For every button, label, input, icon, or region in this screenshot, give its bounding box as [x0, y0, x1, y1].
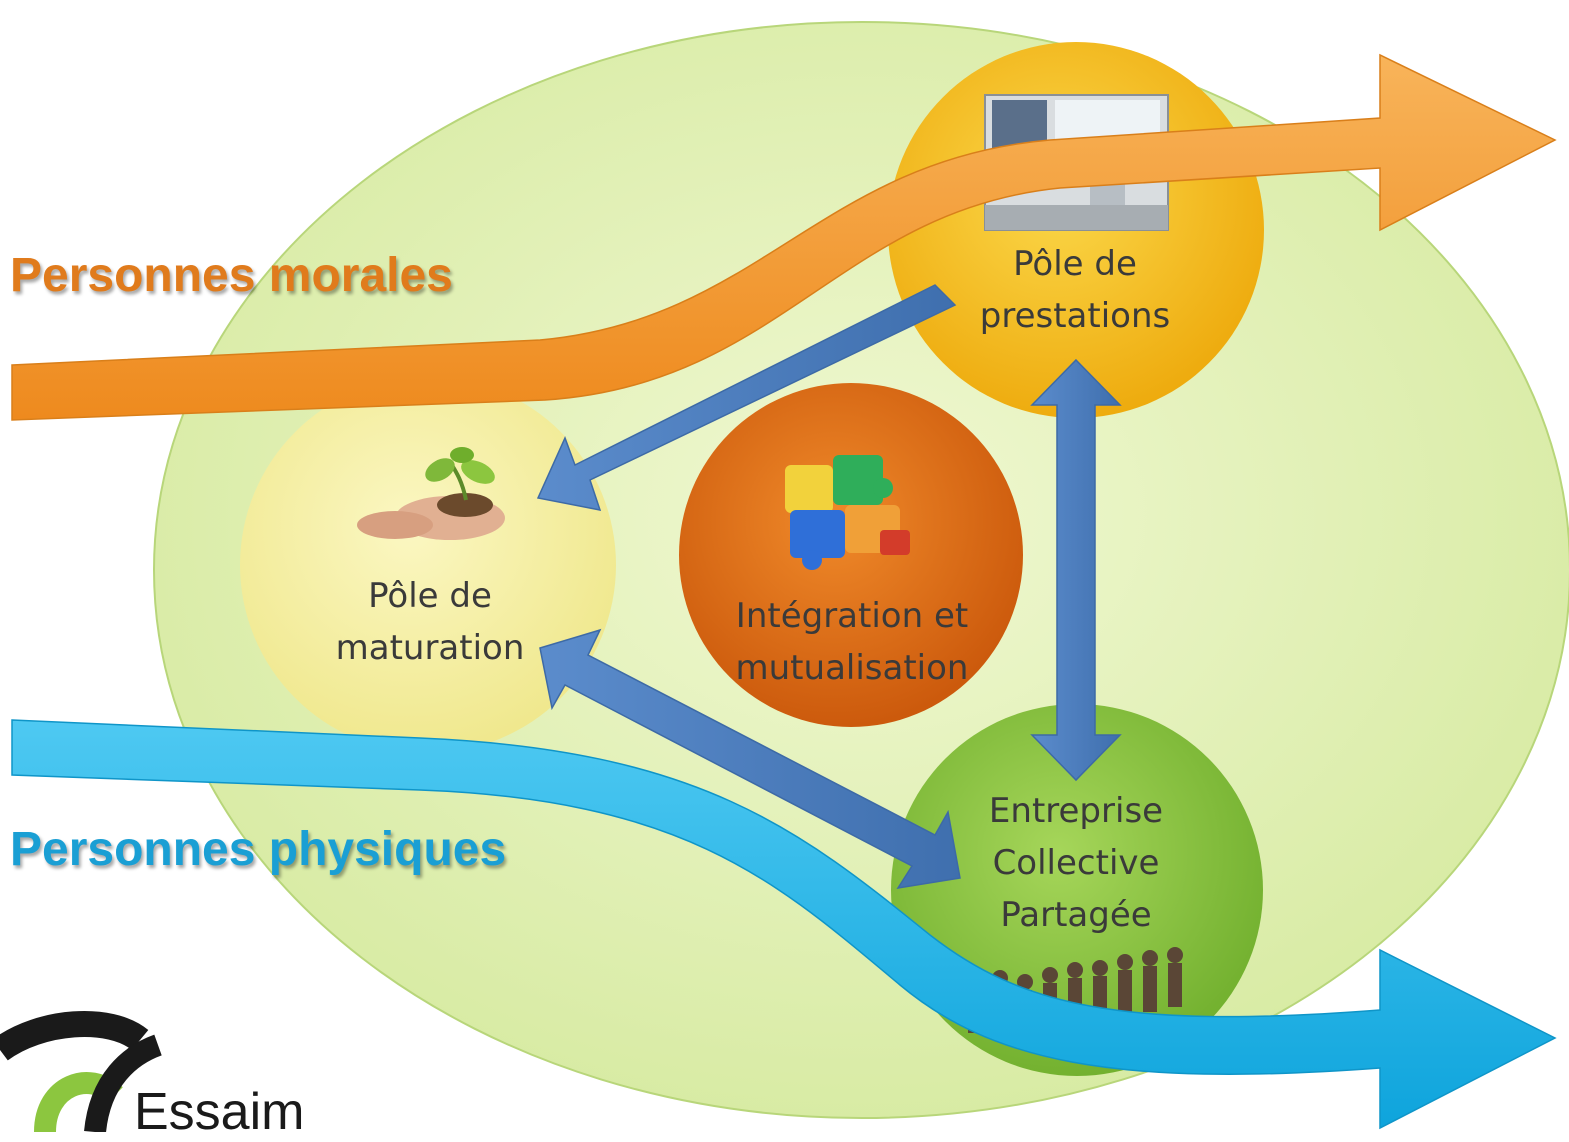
node-maturation-line: maturation	[335, 628, 525, 668]
node-prestations-label: Pôle de prestations	[940, 238, 1210, 342]
node-integration-circle	[679, 383, 1023, 727]
arrow-maturation-entreprise	[539, 628, 961, 890]
label-personnes-morales: Personnes morales	[10, 249, 453, 302]
node-entreprise-line: Collective	[992, 843, 1160, 883]
node-maturation-label: Pôle de maturation	[300, 570, 560, 674]
link-arrows	[536, 284, 1122, 890]
node-prestations-line: prestations	[979, 296, 1171, 336]
logo-text: Essaim	[134, 1083, 305, 1141]
node-integration-line: Intégration et	[735, 596, 969, 636]
node-entreprise-label: Entreprise Collective Partagée	[946, 785, 1206, 941]
flow-arrow-morales	[11, 53, 1557, 421]
essaim-logo-icon	[0, 1011, 163, 1132]
node-maturation-line: Pôle de	[368, 576, 492, 616]
node-integration-label: Intégration et mutualisation	[712, 590, 992, 694]
node-integration-line: mutualisation	[735, 648, 969, 688]
puzzle-pieces-icon	[785, 455, 910, 570]
node-prestations-line: Pôle de	[1013, 244, 1137, 284]
label-personnes-physiques: Personnes physiques	[10, 823, 507, 876]
flow-arrow-physiques	[11, 719, 1557, 1130]
seedling-hands-icon	[357, 447, 505, 540]
arrow-prestations-to-maturation	[536, 284, 957, 511]
node-entreprise-line: Entreprise	[988, 791, 1164, 831]
node-maturation-circle	[240, 377, 616, 753]
arrow-prestations-entreprise	[1030, 358, 1122, 782]
node-entreprise-line: Partagée	[1000, 895, 1152, 935]
